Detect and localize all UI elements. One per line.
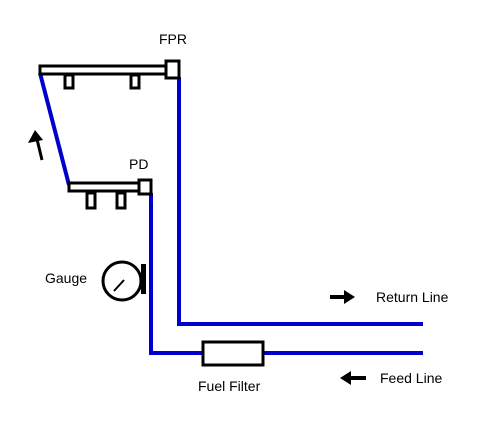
lower-fuel-rail — [67, 178, 153, 210]
arrow-right-icon-head — [344, 290, 355, 304]
feed-arrow — [340, 371, 366, 385]
lower-rail-injector-1 — [85, 191, 97, 210]
upper-rail-body — [38, 64, 170, 76]
fpr-fitting — [164, 59, 181, 80]
upper-fuel-rail — [38, 59, 181, 90]
gauge-needle — [113, 279, 125, 292]
fuel-filter-body — [201, 340, 265, 367]
fuel-lines — [38, 72, 423, 355]
fuel-filter-label: Fuel Filter — [198, 378, 261, 394]
upper-rail-injector-2 — [129, 73, 141, 90]
fpr-label: FPR — [159, 31, 187, 47]
gauge-stem — [141, 264, 146, 294]
lower-rail-injector-2 — [115, 191, 127, 210]
return-arrow — [330, 290, 355, 304]
crossover-line — [38, 72, 71, 186]
feed-line — [149, 193, 423, 355]
lower-rail-body — [67, 181, 141, 193]
arrow-up-icon-head — [28, 130, 43, 143]
upper-rail-injector-1 — [63, 73, 75, 90]
return-line-label: Return Line — [376, 289, 449, 305]
pd-fitting — [137, 178, 153, 196]
gauge-label: Gauge — [45, 270, 87, 286]
arrow-left-icon-head — [340, 371, 351, 385]
flow-up-arrow — [28, 130, 44, 161]
return-line — [177, 77, 423, 326]
fuel-filter — [201, 340, 265, 367]
feed-line-label: Feed Line — [380, 370, 442, 386]
pressure-gauge — [101, 260, 146, 302]
pd-label: PD — [129, 156, 148, 172]
